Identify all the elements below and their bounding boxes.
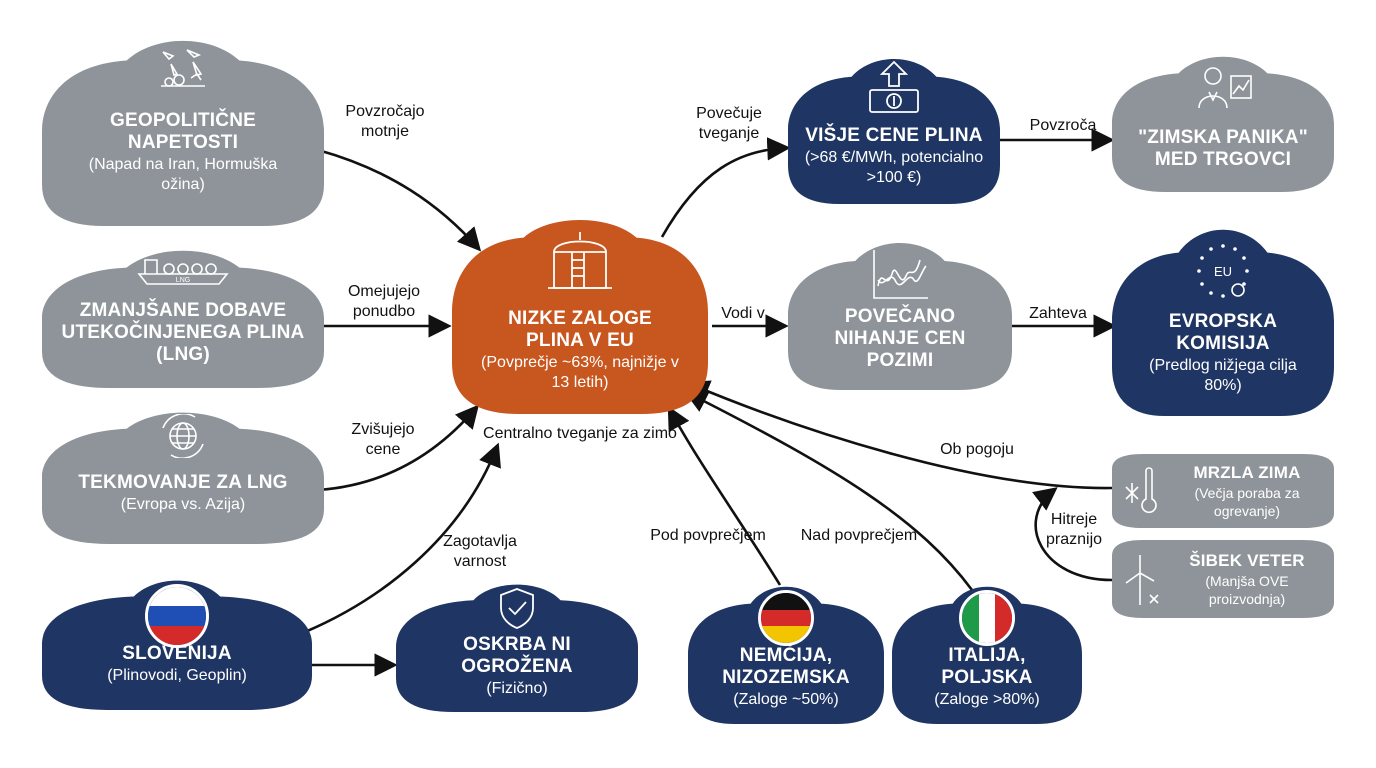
node-subtitle: (Večja poraba za ogrevanje) [1194,484,1300,519]
wind-turbine-icon [1120,551,1162,607]
node-lng-competition: TEKMOVANJE ZA LNG (Evropa vs. Azija) [42,410,324,544]
edge-label-slovenia: Zagotavlja varnost [443,533,517,570]
node-germany-netherlands: NEMČIJA, NIZOZEMSKA (Zaloge ~50%) [688,584,884,724]
node-italy-poland: ITALIJA, POLJSKA (Zaloge >80%) [892,584,1082,724]
italy-flag-icon [959,590,1015,646]
node-subtitle: (>68 €/MWh, potencialno >100 €) [804,148,984,186]
node-subtitle: (Napad na Iran, Hormuška ožina) [88,155,278,193]
node-title: MRZLA ZIMA [1193,462,1301,482]
edge-label-panic: Povzroča [1029,117,1097,134]
germany-flag-icon [758,590,814,646]
arrow-germany-central [667,405,782,586]
node-title: "ZIMSKA PANIKA" MED TRGOVCI [1138,127,1308,170]
globe-cycle-icon [157,413,209,459]
gas-storage-tank-icon [544,228,616,292]
node-title: ITALIJA, POLJSKA [941,644,1033,688]
arrow-geopolitics-central [317,148,482,252]
edge-label-geopolitics: Povzročajo motnje [345,103,425,140]
node-winter-panic: "ZIMSKA PANIKA" MED TRGOVCI [1112,54,1334,192]
arrow-wind-cold [1032,487,1113,582]
edge-label-wind: Hitreje praznijo [1045,511,1103,548]
node-subtitle: (Fizično) [486,679,548,697]
node-title: NEMČIJA, NIZOZEMSKA [722,644,850,688]
node-subtitle: (Evropa vs. Azija) [120,495,246,513]
node-subtitle: (Manjša OVE proizvodnja) [1205,572,1289,607]
edge-label-germany: Pod povprečjem [650,527,766,544]
arrow-central-prices [660,137,791,238]
node-slovenia: SLOVENIJA (Plinovodi, Geoplin) [42,578,312,710]
edge-label-prices: Povečuje tveganje [696,105,762,142]
thermometer-snow-icon [1120,463,1162,519]
node-title: EVROPSKA KOMISIJA [1168,310,1278,354]
edge-label-cold: Ob pogoju [940,441,1014,458]
shield-check-icon [491,586,543,630]
arrow-cold-central [685,380,1113,490]
node-title: TEKMOVANJE ZA LNG [78,471,288,493]
node-title: ŠIBEK VETER [1189,550,1305,570]
arrow-competition-central [317,404,480,492]
node-price-volatility: POVEČANO NIHANJE CEN POZIMI [788,240,1012,390]
node-reduced-lng-supply: LNG ZMANJŠANE DOBAVE UTEKOČINJENEGA PLIN… [42,248,324,388]
military-jets-icon [157,44,209,88]
node-title: SLOVENIJA [122,642,232,664]
edge-label-central-caption: Centralno tveganje za zimo [483,425,677,442]
node-subtitle: (Zaloge >80%) [934,690,1040,708]
node-higher-gas-prices: VIŠJE CENE PLINA (>68 €/MWh, potencialno… [788,56,1000,204]
svg-text:LNG: LNG [176,277,190,284]
lng-tanker-icon: LNG [135,252,231,286]
node-subtitle: (Povprečje ~63%, najnižje v 13 letih) [481,353,679,391]
node-geopolitical-tensions: GEOPOLITIČNE NAPETOSTI (Napad na Iran, H… [42,38,324,226]
node-title: GEOPOLITIČNE NAPETOSTI [110,109,256,153]
eu-stars-gear-icon: EU [1190,238,1256,304]
node-cold-winter: MRZLA ZIMA (Večja poraba za ogrevanje) [1112,454,1334,528]
node-title: POVEČANO NIHANJE CEN POZIMI [834,306,966,371]
edge-label-commission: Zahteva [1029,305,1087,322]
edge-label-lng: Omejujejo ponudbo [347,283,421,320]
node-european-commission: EU EVROPSKA KOMISIJA (Predlog nižjega ci… [1112,226,1334,416]
arrow-slovenia-central [304,442,501,634]
svg-text:EU: EU [1214,264,1232,279]
node-low-eu-gas-storage: NIZKE ZALOGE PLINA V EU (Povprečje ~63%,… [452,218,708,414]
edge-label-volatility: Vodi v [721,305,765,322]
node-supply-not-threatened: OSKRBA NI OGROŽENA (Fizično) [396,582,638,712]
node-title: NIZKE ZALOGE PLINA V EU [508,307,652,351]
arrow-italy-central [683,390,974,591]
node-subtitle: (Predlog nižjega cilja 80%) [1149,356,1297,394]
node-subtitle: (Zaloge ~50%) [733,690,839,708]
node-title: ZMANJŠANE DOBAVE UTEKOČINJENEGA PLINA (L… [61,300,305,365]
price-up-icon [864,60,924,116]
edge-label-italy: Nad povprečjem [800,527,918,544]
node-subtitle: (Plinovodi, Geoplin) [107,666,247,684]
trader-chart-icon [1191,62,1255,110]
edge-label-competition: Zvišujejo cene [351,421,415,458]
slovenia-flag-icon [145,584,209,648]
node-title: OSKRBA NI OGROŽENA [461,633,573,677]
node-title: VIŠJE CENE PLINA [805,124,983,146]
volatile-chart-icon [868,246,932,304]
node-weak-wind: ŠIBEK VETER (Manjša OVE proizvodnja) [1112,540,1334,618]
